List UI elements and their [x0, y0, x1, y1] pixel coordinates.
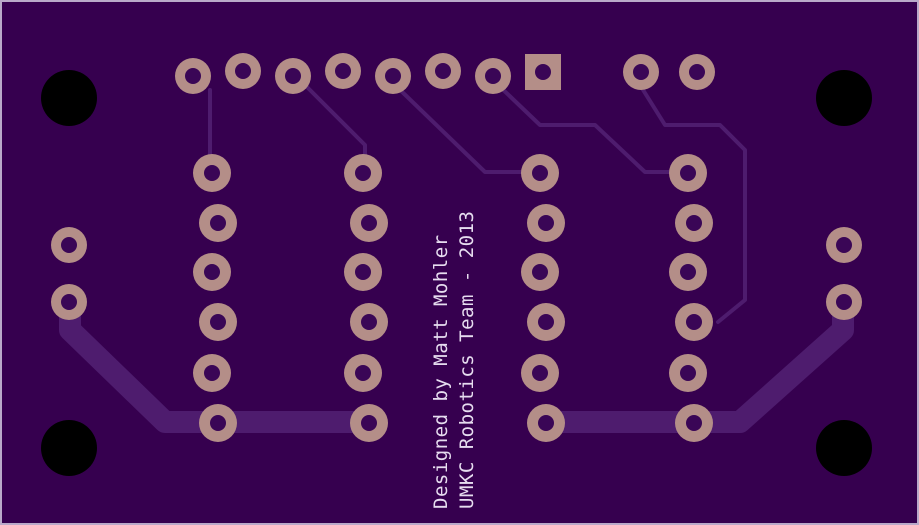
header-pin-8: [525, 54, 561, 90]
socket-3-pin-1: [521, 154, 559, 192]
socket-2-pin-3: [344, 253, 382, 291]
terminal-pin-1: [623, 54, 659, 90]
header-pin-1: [175, 58, 211, 94]
socket-2-pin-5-drill: [355, 365, 371, 381]
socket-4-pin-6: [675, 404, 713, 442]
mounting-hole-1: [41, 70, 97, 126]
mounting-hole-4: [816, 420, 872, 476]
socket-4-pin-6-drill: [686, 415, 702, 431]
socket-3-pin-5: [521, 354, 559, 392]
socket-2-pin-6-drill: [361, 415, 377, 431]
socket-3-pin-2: [527, 204, 565, 242]
socket-4-pin-5-drill: [680, 365, 696, 381]
terminal-pin-1-drill: [633, 64, 649, 80]
trace-header-to-socket-d: [493, 80, 690, 174]
socket-4-pin-1-drill: [680, 165, 696, 181]
socket-2-pin-4: [350, 303, 388, 341]
socket-3-pin-3: [521, 253, 559, 291]
header-pin-5: [375, 58, 411, 94]
header-pin-7: [475, 58, 511, 94]
left-connector-pin-1: [51, 227, 87, 263]
header-pin-2-drill: [235, 63, 251, 79]
socket-2-pin-4-drill: [361, 314, 377, 330]
right-connector-pin-2-drill: [836, 294, 852, 310]
header-pin-1-drill: [185, 68, 201, 84]
socket-1-pin-4: [199, 303, 237, 341]
trace-terminal-to-socket: [638, 83, 747, 324]
socket-4-pin-2-drill: [686, 215, 702, 231]
header-pin-4: [325, 53, 361, 89]
header-pin-3-drill: [285, 68, 301, 84]
right-connector-pin-2: [826, 284, 862, 320]
socket-1-pin-6: [199, 404, 237, 442]
terminal-pin-2-drill: [689, 64, 705, 80]
socket-3-pin-1-drill: [532, 165, 548, 181]
right-connector-pin-1: [826, 227, 862, 263]
header-pin-4-drill: [335, 63, 351, 79]
socket-2-pin-1-drill: [355, 165, 371, 181]
silkscreen-team-text: UMKC Robotics Team - 2013: [456, 211, 478, 509]
socket-4-pin-3: [669, 253, 707, 291]
socket-1-pin-2-drill: [210, 215, 226, 231]
socket-1-pin-1: [193, 154, 231, 192]
mounting-hole-3: [41, 420, 97, 476]
socket-4-pin-1: [669, 154, 707, 192]
socket-1-pin-5-drill: [204, 365, 220, 381]
socket-4-pin-2: [675, 204, 713, 242]
header-pin-6-drill: [435, 63, 451, 79]
left-connector-pin-2: [51, 284, 87, 320]
mounting-holes: [41, 70, 872, 476]
socket-1-pin-3: [193, 253, 231, 291]
silkscreen-designer-text: Designed by Matt Mohler: [430, 234, 452, 509]
socket-2-pin-6: [350, 404, 388, 442]
socket-3-pin-4-drill: [538, 314, 554, 330]
socket-4-pin-4: [675, 303, 713, 341]
socket-1-pin-6-drill: [210, 415, 226, 431]
socket-3-pin-6: [527, 404, 565, 442]
mounting-hole-2: [816, 70, 872, 126]
socket-4-pin-4-drill: [686, 314, 702, 330]
header-pin-2: [225, 53, 261, 89]
socket-3-pin-5-drill: [532, 365, 548, 381]
socket-1-pin-1-drill: [204, 165, 220, 181]
right-connector-pin-1-drill: [836, 237, 852, 253]
header-pin-6: [425, 53, 461, 89]
header-pin-5-drill: [385, 68, 401, 84]
socket-2-pin-3-drill: [355, 264, 371, 280]
socket-1-pin-3-drill: [204, 264, 220, 280]
socket-1-pin-4-drill: [210, 314, 226, 330]
socket-2-pin-2-drill: [361, 215, 377, 231]
header-pin-3: [275, 58, 311, 94]
socket-3-pin-4: [527, 303, 565, 341]
header-pin-8-drill: [535, 64, 551, 80]
socket-2-pin-5: [344, 354, 382, 392]
pads: [51, 53, 862, 442]
header-pin-7-drill: [485, 68, 501, 84]
socket-3-pin-3-drill: [532, 264, 548, 280]
left-connector-pin-2-drill: [61, 294, 77, 310]
socket-4-pin-5: [669, 354, 707, 392]
socket-2-pin-1: [344, 154, 382, 192]
socket-1-pin-5: [193, 354, 231, 392]
left-connector-pin-1-drill: [61, 237, 77, 253]
socket-4-pin-3-drill: [680, 264, 696, 280]
socket-3-pin-6-drill: [538, 415, 554, 431]
socket-2-pin-2: [350, 204, 388, 242]
socket-1-pin-2: [199, 204, 237, 242]
terminal-pin-2: [679, 54, 715, 90]
socket-3-pin-2-drill: [538, 215, 554, 231]
